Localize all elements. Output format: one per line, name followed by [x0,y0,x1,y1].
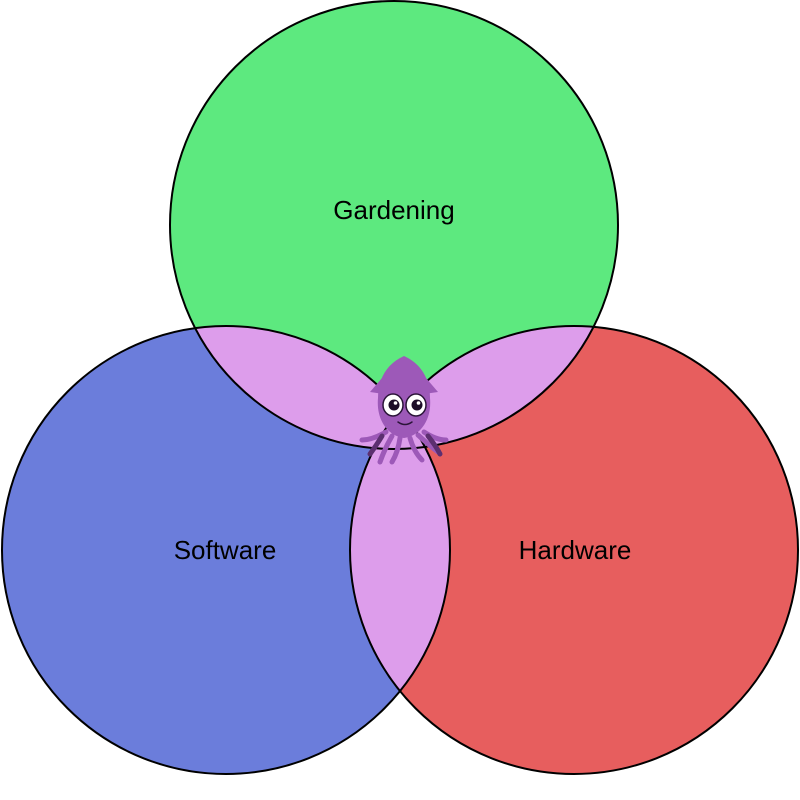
gardening-software-overlap [170,326,450,449]
circle-outlines [1,0,799,775]
software-label: Software [174,535,277,565]
gardening-label: Gardening [333,195,454,225]
hardware-label: Hardware [519,535,632,565]
squid-icon [359,356,449,465]
